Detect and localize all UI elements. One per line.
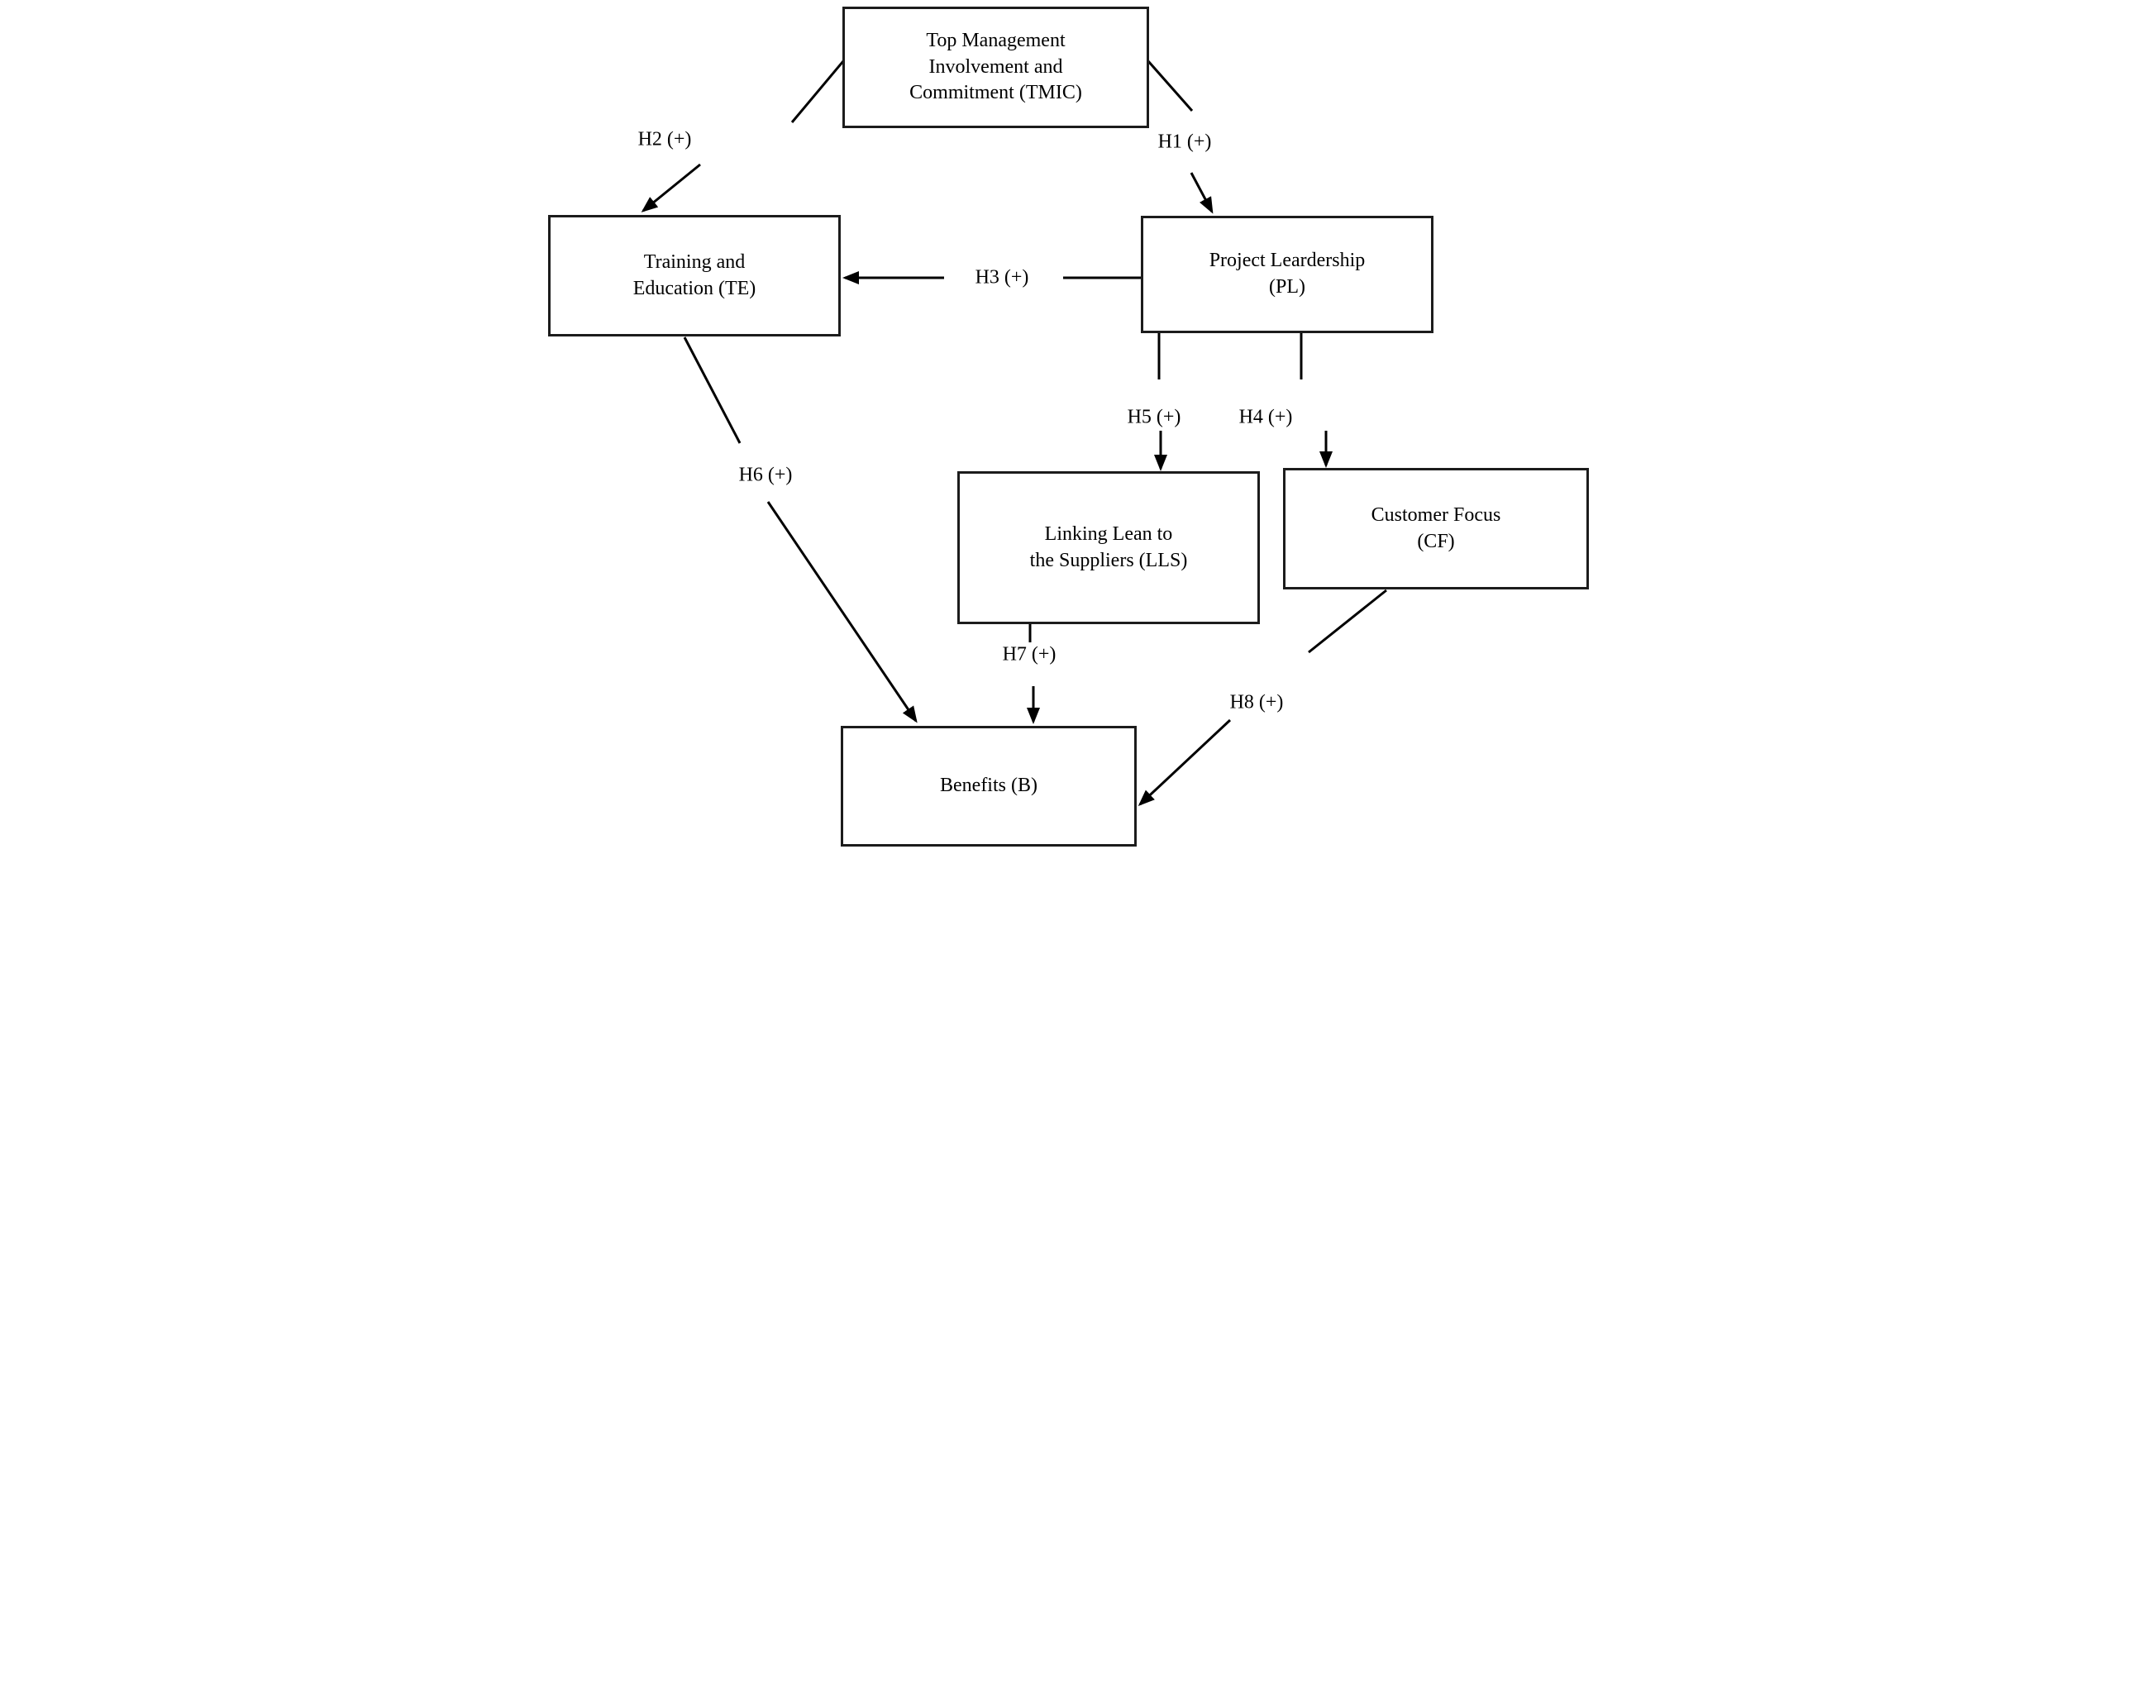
hypothesis-model-diagram: Top Management Involvement and Commitmen…: [539, 0, 1617, 854]
node-project-leadership: Project Leardership (PL): [1141, 216, 1433, 333]
h2-arrow-tmic-to-te: [641, 60, 845, 212]
hypothesis-label-h7: H7 (+): [1000, 643, 1058, 666]
h4-arrow-pl-to-cf: [1300, 333, 1333, 468]
node-linking-lean-suppliers: Linking Lean to the Suppliers (LLS): [957, 471, 1260, 624]
node-benefits: Benefits (B): [841, 726, 1137, 847]
hypothesis-label-h6: H6 (+): [737, 464, 794, 487]
h1-arrow-tmic-to-pl: [1147, 60, 1214, 214]
h7-arrow-lls-to-benefits: [1027, 624, 1040, 724]
h5-arrow-pl-to-lls: [1154, 333, 1167, 471]
node-training-education: Training and Education (TE): [548, 215, 841, 336]
hypothesis-label-h1: H1 (+): [1156, 131, 1214, 154]
hypothesis-label-h2: H2 (+): [636, 128, 694, 151]
h6-arrow-te-to-benefits: [683, 336, 918, 723]
hypothesis-label-h8: H8 (+): [1228, 691, 1285, 714]
node-tmic: Top Management Involvement and Commitmen…: [842, 7, 1149, 128]
hypothesis-label-h3: H3 (+): [973, 266, 1031, 289]
node-customer-focus: Customer Focus (CF): [1283, 468, 1589, 589]
arrow-layer: [641, 60, 1387, 807]
h8-arrow-cf-to-benefits: [1138, 589, 1387, 807]
hypothesis-label-h4: H4 (+): [1237, 406, 1295, 429]
hypothesis-label-h5: H5 (+): [1125, 406, 1183, 429]
